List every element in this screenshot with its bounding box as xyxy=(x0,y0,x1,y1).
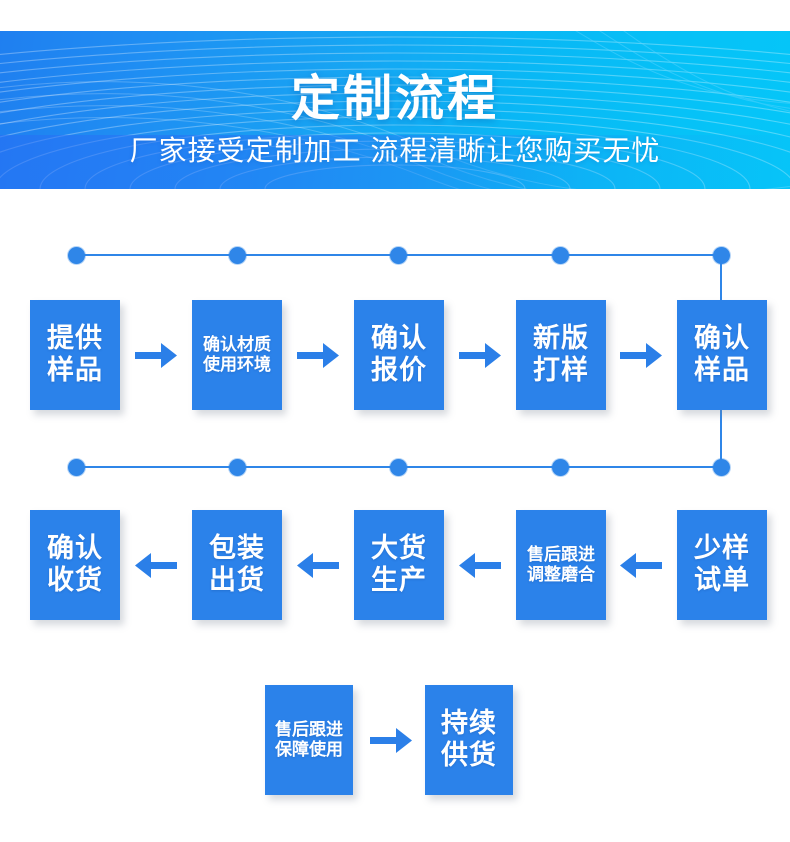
row2-dot-2 xyxy=(229,459,246,476)
step-box-row2-5[interactable]: 少样 试单 xyxy=(677,510,767,620)
step-label: 包装 出货 xyxy=(209,533,265,595)
step-label: 确认材质 使用环境 xyxy=(203,334,271,374)
process-flow-diagram: 提供 样品 确认材质 使用环境 确认 报价 新版 打样 确认 样品 xyxy=(0,189,790,842)
header-banner: 定制流程 厂家接受定制加工 流程清晰让您购买无忧 xyxy=(0,31,790,189)
row2-dot-5 xyxy=(713,459,730,476)
arrow-right-icon-row3-1 xyxy=(370,728,412,753)
row1-dot-4 xyxy=(552,247,569,264)
step-label: 售后跟进 调整磨合 xyxy=(527,544,595,584)
step-box-row1-4[interactable]: 新版 打样 xyxy=(516,300,606,410)
step-label: 售后跟进 保障使用 xyxy=(275,719,343,759)
step-box-row1-1[interactable]: 提供 样品 xyxy=(30,300,120,410)
arrow-right-icon-row1-3 xyxy=(459,343,501,368)
step-label: 大货 生产 xyxy=(371,533,427,595)
step-box-row2-1[interactable]: 确认 收货 xyxy=(30,510,120,620)
step-box-row2-2[interactable]: 包装 出货 xyxy=(192,510,282,620)
arrow-left-icon-row2-2 xyxy=(297,553,339,578)
row2-dot-4 xyxy=(552,459,569,476)
step-label: 新版 打样 xyxy=(533,323,589,385)
page-subtitle: 厂家接受定制加工 流程清晰让您购买无忧 xyxy=(129,135,661,166)
step-label: 确认 报价 xyxy=(371,323,427,385)
step-label: 确认 样品 xyxy=(694,323,750,385)
row1-dot-3 xyxy=(390,247,407,264)
step-label: 确认 收货 xyxy=(47,533,103,595)
step-box-row2-3[interactable]: 大货 生产 xyxy=(354,510,444,620)
step-box-row1-5[interactable]: 确认 样品 xyxy=(677,300,767,410)
step-box-row1-3[interactable]: 确认 报价 xyxy=(354,300,444,410)
row1-dot-1 xyxy=(68,247,85,264)
arrow-right-icon-row1-2 xyxy=(297,343,339,368)
arrow-left-icon-row2-3 xyxy=(459,553,501,578)
arrow-right-icon-row1-1 xyxy=(135,343,177,368)
page-title: 定制流程 xyxy=(290,72,499,126)
row2-dot-1 xyxy=(68,459,85,476)
step-box-row2-4[interactable]: 售后跟进 调整磨合 xyxy=(516,510,606,620)
row1-dot-2 xyxy=(229,247,246,264)
row2-dot-3 xyxy=(390,459,407,476)
arrow-right-icon-row1-4 xyxy=(620,343,662,368)
step-label: 提供 样品 xyxy=(47,323,103,385)
step-box-row3-1[interactable]: 售后跟进 保障使用 xyxy=(265,685,353,795)
arrow-left-icon-row2-4 xyxy=(620,553,662,578)
step-box-row3-2[interactable]: 持续 供货 xyxy=(425,685,513,795)
arrow-left-icon-row2-1 xyxy=(135,553,177,578)
step-label: 少样 试单 xyxy=(694,533,750,595)
step-label: 持续 供货 xyxy=(441,708,497,770)
step-box-row1-2[interactable]: 确认材质 使用环境 xyxy=(192,300,282,410)
